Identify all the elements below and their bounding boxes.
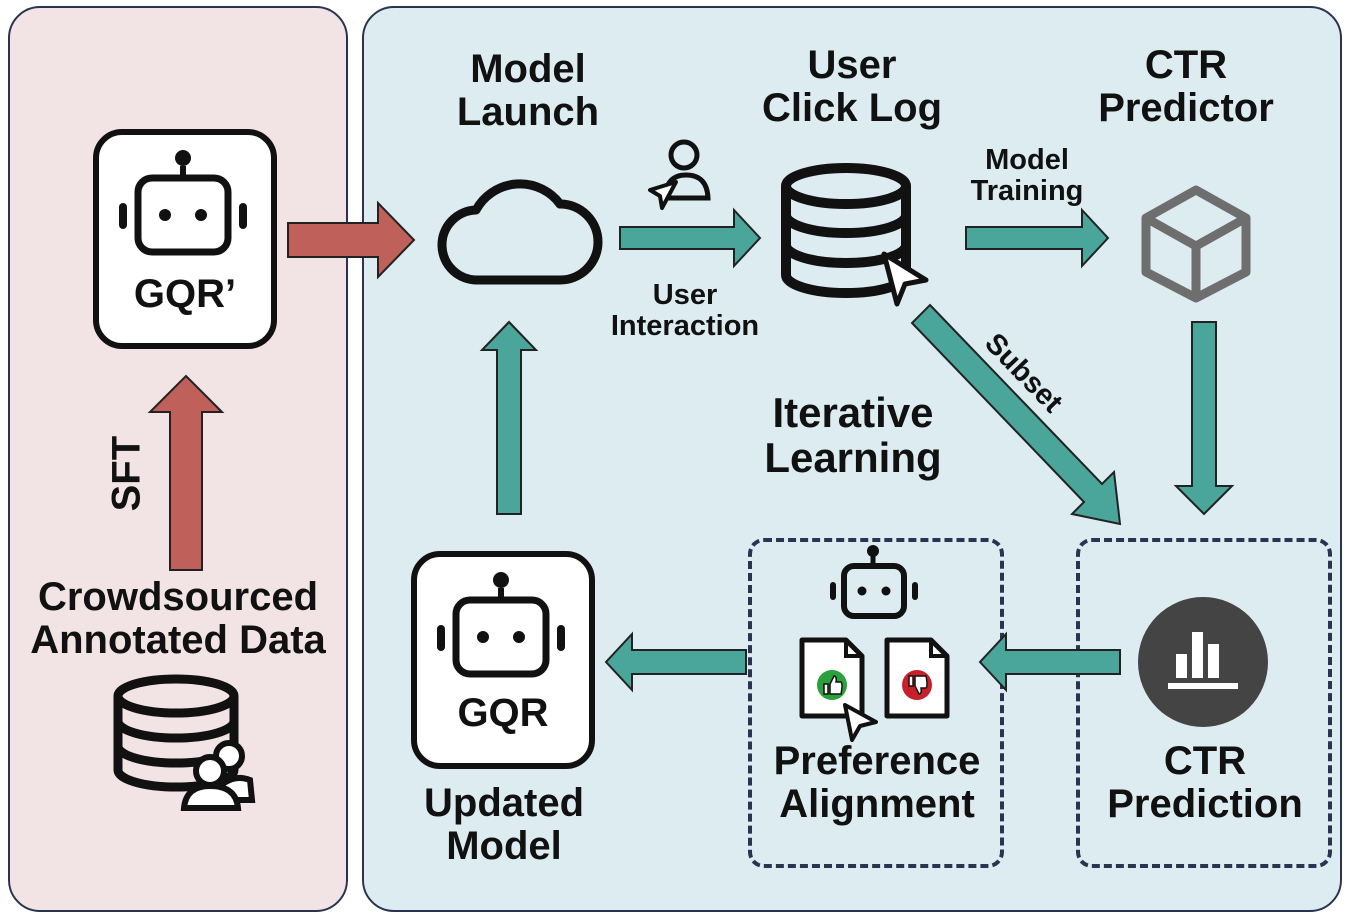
gqr-label: GQR (457, 691, 549, 735)
ctr-prediction-line2: Prediction (1107, 782, 1303, 827)
user-interaction-label: User Interaction (590, 279, 780, 343)
thumbs-up-document-icon (799, 637, 865, 719)
user-click-log-label: User Click Log (740, 43, 964, 131)
iterative-learning-line2: Learning (764, 434, 942, 482)
updated-model-line1: Updated (424, 781, 584, 825)
cube-icon (1141, 185, 1251, 303)
model-launch-line2: Launch (456, 90, 600, 135)
crowdsourced-label-line1: Crowdsourced (37, 575, 319, 619)
subset-arrow (910, 303, 1122, 526)
user-cursor-icon (648, 139, 711, 210)
ctr-prediction-line1: CTR (1163, 739, 1247, 783)
crowdsourced-label-line2: Annotated Data (30, 618, 326, 663)
preference-alignment-box (748, 538, 1004, 868)
ctr-predictor-line2: Predictor (1098, 86, 1274, 131)
preference-alignment-label: Preference Alignment (752, 739, 1002, 827)
sft-arrow (147, 374, 225, 571)
user-click-log-line1: User (807, 43, 897, 87)
alignment-to-model-arrow (604, 631, 747, 693)
ctr-predictor-line1: CTR (1144, 43, 1228, 87)
model-training-label: Model Training (952, 144, 1102, 208)
sft-label: SFT (104, 435, 149, 512)
iterative-learning-line1: Iterative (772, 389, 934, 436)
prediction-to-alignment-arrow (978, 631, 1121, 693)
cloud-icon (437, 179, 603, 285)
preference-alignment-line1: Preference (773, 739, 981, 783)
ctr-prediction-box (1076, 538, 1332, 868)
predictor-down-arrow (1173, 321, 1235, 516)
user-interaction-arrow (619, 207, 762, 269)
user-interaction-line1: User (652, 279, 718, 311)
launch-arrow (287, 200, 416, 280)
user-click-log-line2: Click Log (761, 86, 943, 131)
preference-alignment-line2: Alignment (779, 782, 975, 827)
gqr-prime-robot-icon (93, 129, 277, 349)
preference-cursor-icon (843, 703, 878, 742)
model-training-line2: Training (970, 175, 1084, 208)
user-interaction-line2: Interaction (610, 310, 760, 343)
ctr-prediction-label: CTR Prediction (1080, 739, 1330, 827)
crowdsourced-label: Crowdsourced Annotated Data (10, 575, 346, 663)
model-training-line1: Model (985, 144, 1069, 176)
model-training-arrow (965, 207, 1110, 269)
redeploy-arrow (479, 320, 539, 515)
updated-model-line2: Model (446, 824, 562, 869)
model-launch-line1: Model (470, 47, 586, 91)
ctr-predictor-label: CTR Predictor (1080, 43, 1292, 131)
mouse-cursor-icon (881, 251, 929, 307)
thumbs-down-document-icon (884, 637, 950, 719)
gqr-robot-icon (411, 551, 595, 769)
gqr-prime-label: GQR’ (133, 272, 237, 316)
iterative-learning-label: Iterative Learning (740, 390, 966, 481)
users-icon (180, 740, 256, 811)
model-launch-label: Model Launch (428, 47, 628, 135)
small-robot-icon (830, 545, 918, 619)
chart-icon (1138, 597, 1268, 727)
updated-model-label: Updated Model (404, 781, 604, 869)
